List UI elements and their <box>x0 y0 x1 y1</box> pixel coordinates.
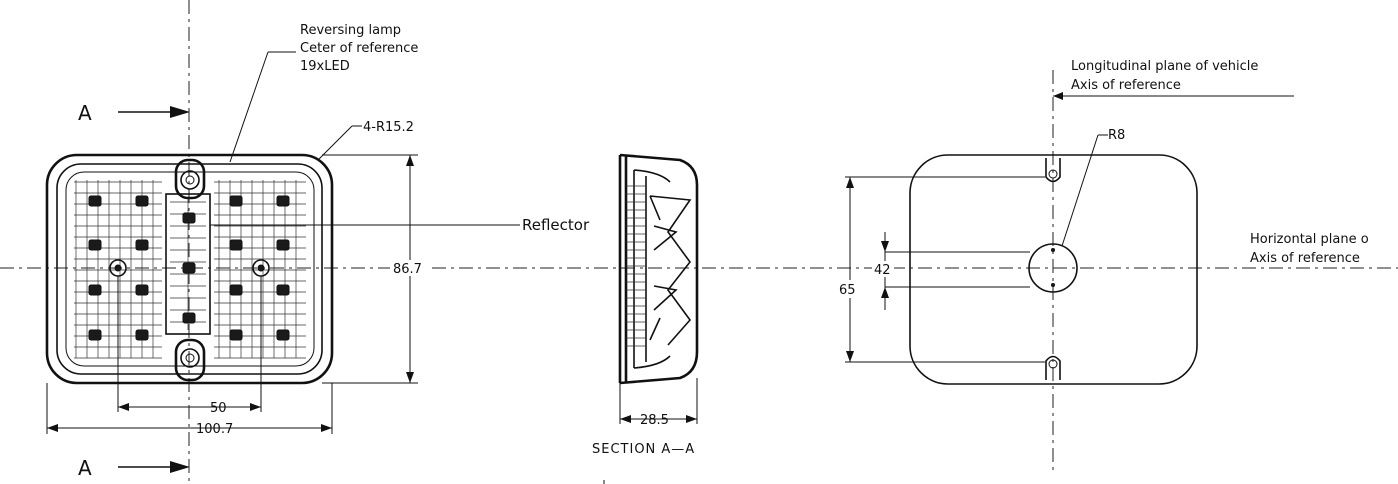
led <box>276 329 290 341</box>
led-array <box>88 195 290 341</box>
depth-dimension-value: 28.5 <box>640 413 669 428</box>
led <box>229 284 243 296</box>
led <box>88 195 102 207</box>
center-cable-hole <box>1028 243 1078 293</box>
slot-spacing-value: 65 <box>839 283 856 298</box>
center-offset-value: 42 <box>874 263 891 278</box>
reflector-label: Reflector <box>522 216 590 234</box>
axis-reference-top-label: Axis of reference <box>1071 78 1181 93</box>
led <box>182 262 196 274</box>
section-view: 28.5 SECTION A—A <box>592 153 699 484</box>
longitudinal-plane-label: Longitudinal plane of vehicle <box>1071 59 1258 74</box>
section-reflector-chevrons <box>649 195 692 346</box>
section-letter-bottom: A <box>78 456 92 480</box>
led <box>182 212 196 224</box>
section-arrow-bottom: A <box>78 456 190 480</box>
led <box>135 284 149 296</box>
led <box>229 195 243 207</box>
mounting-outline <box>909 154 1198 385</box>
hole-spacing-value: 50 <box>210 401 227 416</box>
led <box>88 329 102 341</box>
width-dimension-value: 100.7 <box>196 422 233 437</box>
section-inner-wall <box>633 169 671 369</box>
top-mounting-slot <box>1045 158 1061 183</box>
led <box>229 329 243 341</box>
section-caption: SECTION A—A <box>592 442 695 457</box>
led-count-label: 19xLED <box>300 59 350 74</box>
led <box>88 284 102 296</box>
led <box>229 239 243 251</box>
radius-leader <box>317 125 353 161</box>
housing-outer-outline <box>45 153 334 385</box>
horizontal-plane-label: Horizontal plane o <box>1250 232 1369 247</box>
led <box>276 284 290 296</box>
reversing-lamp-leader <box>229 51 269 163</box>
center-reflector-strip <box>165 193 211 335</box>
section-back-plate <box>618 153 699 385</box>
led <box>88 239 102 251</box>
led <box>276 239 290 251</box>
led <box>182 312 196 324</box>
radius-label: 4-R15.2 <box>363 120 414 135</box>
height-dimension-value: 86.7 <box>393 262 422 277</box>
bottom-mounting-slot <box>1045 355 1061 380</box>
r8-label: R8 <box>1108 128 1125 143</box>
led <box>135 239 149 251</box>
axis-reference-right-label: Axis of reference <box>1250 251 1360 266</box>
mounting-view: Longitudinal plane of vehicle Axis of re… <box>839 59 1369 470</box>
section-fins <box>626 185 646 347</box>
led <box>135 329 149 341</box>
center-reference-label: Ceter of reference <box>300 41 418 56</box>
section-arrow-top: A <box>78 101 190 125</box>
r8-leader <box>1061 134 1099 247</box>
housing-lens-outline <box>65 171 315 367</box>
top-mounting-boss <box>174 158 206 200</box>
led <box>276 195 290 207</box>
led <box>135 195 149 207</box>
section-letter-top: A <box>78 101 92 125</box>
bottom-mounting-boss <box>174 338 206 382</box>
right-screw <box>252 259 270 277</box>
reversing-lamp-label: Reversing lamp <box>300 23 401 38</box>
housing-inner-outline <box>56 163 323 375</box>
